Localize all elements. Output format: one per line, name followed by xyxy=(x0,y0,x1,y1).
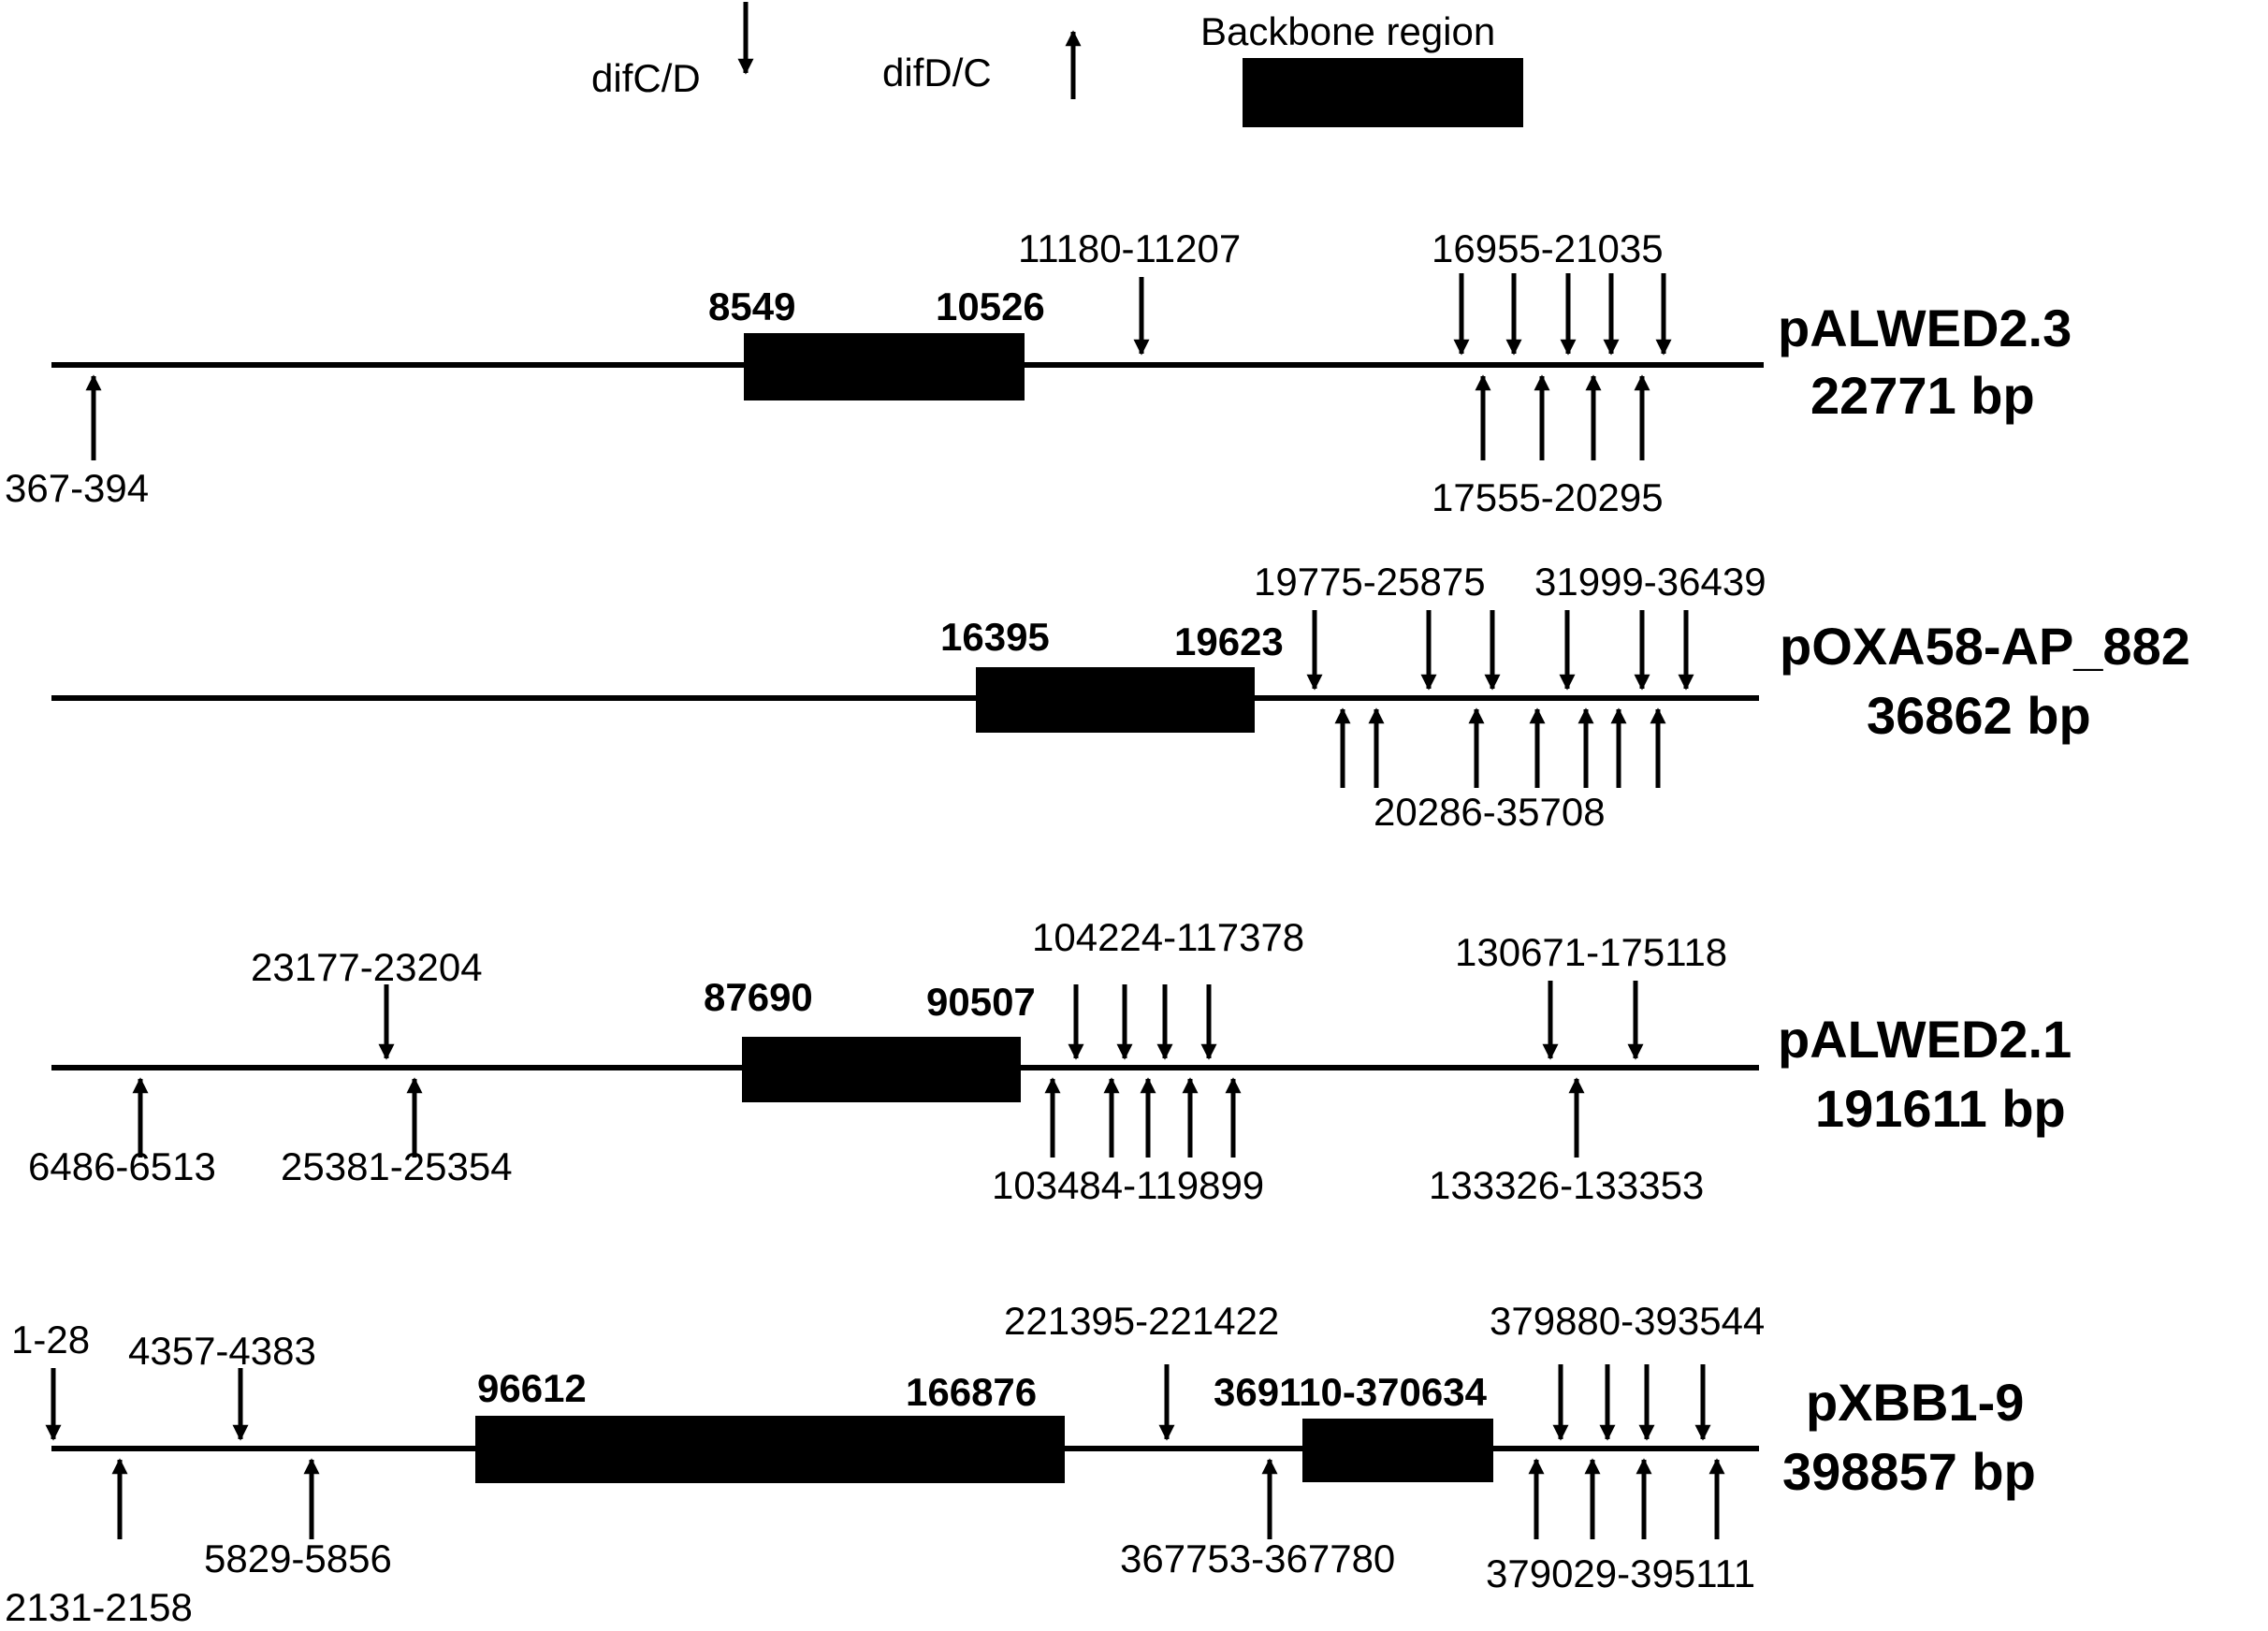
plasmid-name: pXBB1-9 xyxy=(1806,1373,2024,1432)
backbone-region xyxy=(742,1037,1021,1102)
backbone-region xyxy=(744,333,1025,400)
dif-site-label: 17555-20295 xyxy=(1432,475,1664,519)
plasmid-name: pOXA58-AP_882 xyxy=(1780,617,2190,676)
legend-backbone-label: Backbone region xyxy=(1200,9,1495,53)
dif-site-label: 19775-25875 xyxy=(1254,560,1486,604)
backbone-start-label: 16395 xyxy=(940,615,1050,659)
dif-site-label: 103484-119899 xyxy=(992,1163,1264,1207)
dif-site-label: 379880-393544 xyxy=(1490,1299,1765,1343)
plasmid-name: pALWED2.3 xyxy=(1778,299,2072,357)
dif-site-label: 367753-367780 xyxy=(1120,1536,1395,1580)
backbone-end-label: 166876 xyxy=(906,1370,1037,1414)
backbone-start-label: 96612 xyxy=(477,1366,587,1410)
dif-site-label: 379029-395111 xyxy=(1486,1551,1755,1595)
plasmid-pALWED2-3: 8549 10526 11180-11207 16955-21035 367-3… xyxy=(5,226,2072,519)
dif-site-label: 6486-6513 xyxy=(28,1144,216,1188)
legend-difcd-label: difC/D xyxy=(591,56,701,100)
backbone-start-label: 8549 xyxy=(708,284,795,328)
backbone-region xyxy=(976,667,1255,733)
plasmid-size: 191611 bp xyxy=(1815,1079,2066,1138)
plasmid-size: 22771 bp xyxy=(1810,366,2035,425)
dif-site-label: 130671-175118 xyxy=(1455,930,1727,974)
backbone-end-label: 90507 xyxy=(926,980,1036,1024)
backbone-end-label: 10526 xyxy=(936,284,1045,328)
plasmid-size: 36862 bp xyxy=(1867,686,2091,745)
backbone-region xyxy=(475,1416,1065,1483)
plasmid-name: pALWED2.1 xyxy=(1778,1010,2072,1069)
dif-site-label: 16955-21035 xyxy=(1432,226,1664,270)
dif-site-label: 133326-133353 xyxy=(1429,1163,1704,1207)
dif-site-label: 31999-36439 xyxy=(1534,560,1766,604)
dif-site-label: 367-394 xyxy=(5,466,149,510)
dif-site-label: 104224-117378 xyxy=(1032,915,1304,959)
backbone-start-label: 87690 xyxy=(704,975,813,1019)
dif-site-label: 11180-11207 xyxy=(1018,226,1241,270)
dif-site-label: 20286-35708 xyxy=(1374,790,1606,834)
dif-site-label: 1-28 xyxy=(11,1318,90,1362)
plasmid-pXBB1-9: 96612 166876 369110-370634 1-28 4357-438… xyxy=(5,1299,2036,1629)
dif-site-label: 25381-25354 xyxy=(281,1144,513,1188)
dif-site-label: 2131-2158 xyxy=(5,1585,193,1629)
legend: difC/D difD/C Backbone region xyxy=(591,2,1523,127)
backbone-second-label: 369110-370634 xyxy=(1214,1370,1488,1414)
dif-site-label: 4357-4383 xyxy=(128,1329,316,1373)
backbone-end-label: 19623 xyxy=(1174,619,1284,663)
backbone-region xyxy=(1302,1419,1493,1482)
dif-site-label: 23177-23204 xyxy=(251,945,483,989)
legend-difdc-label: difD/C xyxy=(882,51,992,95)
legend-backbone-box xyxy=(1243,58,1523,127)
dif-site-label: 5829-5856 xyxy=(204,1536,392,1580)
plasmid-pALWED2-1: 87690 90507 23177-23204 104224-117378 13… xyxy=(28,915,2072,1207)
plasmid-pOXA58-AP-882: 16395 19623 19775-25875 31999-36439 2028… xyxy=(51,560,2190,834)
plasmid-size: 398857 bp xyxy=(1782,1442,2036,1501)
dif-site-label: 221395-221422 xyxy=(1004,1299,1279,1343)
